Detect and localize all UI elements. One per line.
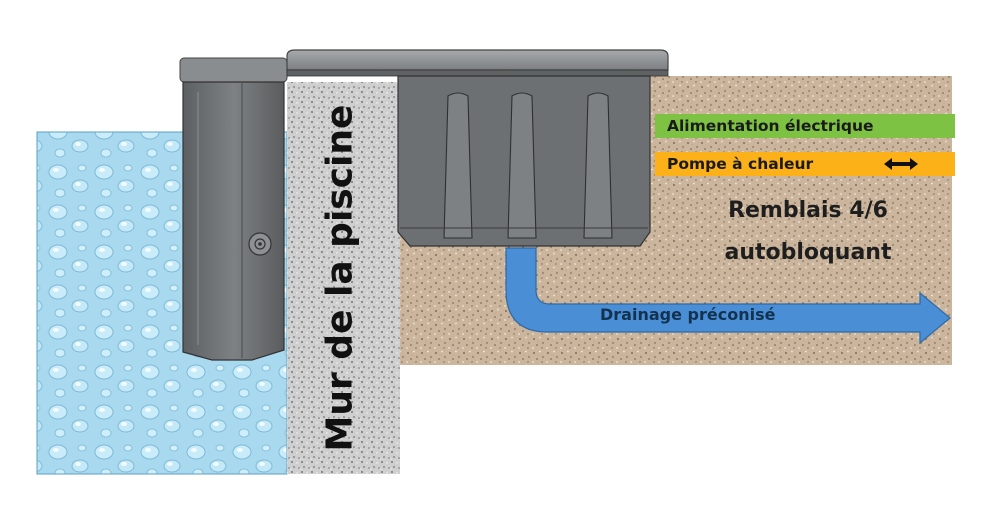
backfill-label-line2: autobloquant — [724, 240, 892, 265]
drainage-label: Drainage préconisé — [600, 305, 776, 324]
skimmer-lid — [286, 49, 669, 77]
double-arrow-icon — [884, 158, 918, 170]
pool-wall-label: Mur de la piscine — [319, 104, 361, 452]
power-supply-label: Alimentation électrique — [667, 117, 874, 135]
power-supply-band — [655, 114, 955, 138]
skimmer-box — [397, 75, 651, 247]
connector-icon — [248, 232, 272, 256]
backfill-label-line1: Remblais 4/6 — [728, 198, 888, 223]
skimmer-front — [179, 57, 288, 361]
heat-pump-label: Pompe à chaleur — [667, 155, 814, 173]
drainage-arrow — [505, 247, 951, 345]
pool-wall — [287, 82, 400, 474]
